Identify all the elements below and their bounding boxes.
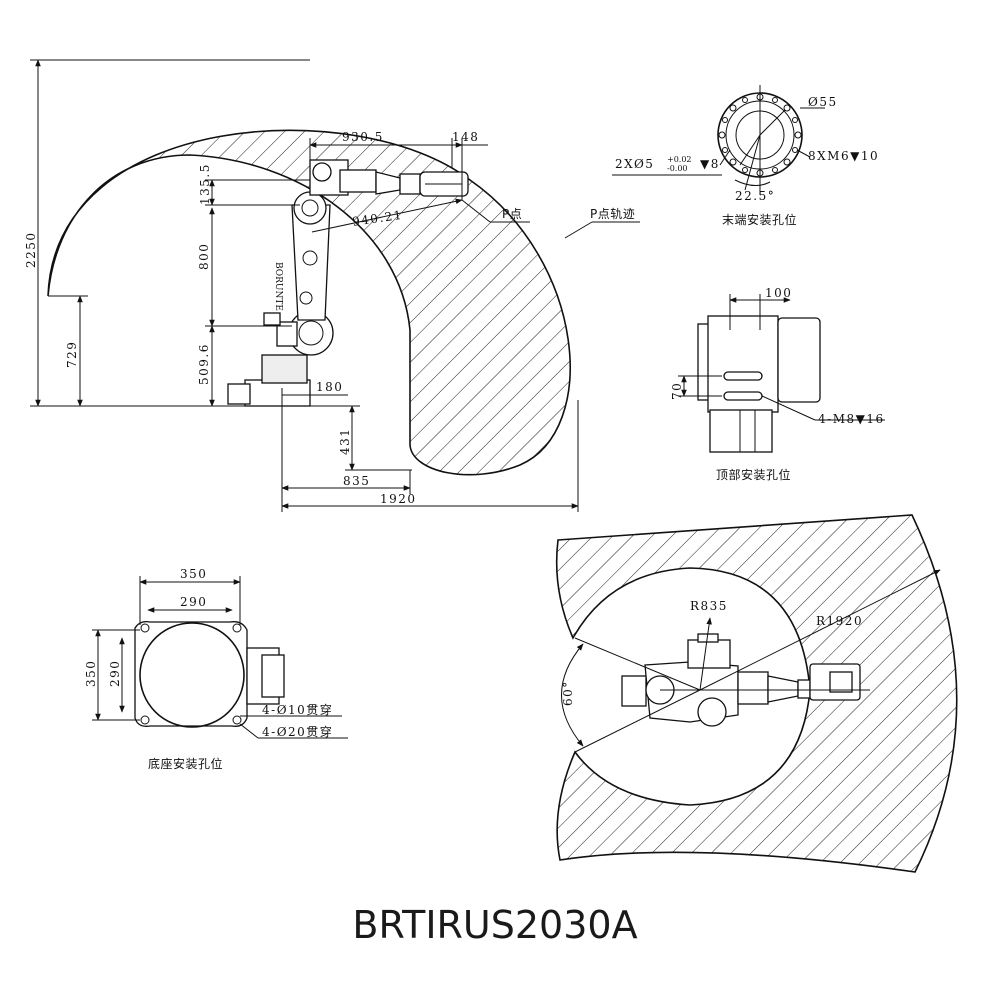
dim-flange-diameter: Ø55 [808,95,838,109]
dim-509-6: 509.6 [197,343,211,385]
dim-1920: 1920 [380,492,417,506]
dim-flange-angle: 22.5° [735,189,775,203]
dim-148: 148 [452,130,479,144]
end-flange-view: Ø55 8XM6▼10 2XØ5 +0.02 -0.00 ▼8 22.5° 末端… [612,85,879,227]
dim-800: 800 [197,243,211,270]
dim-431: 431 [338,428,352,455]
dim-135-5: 135.5 [198,163,212,205]
plan-dimensions: R835 R1920 60° [561,569,941,753]
dim-top-holes: 4-M8▼16 [818,412,885,426]
dim-pin-tol-lower: -0.00 [667,164,688,173]
caption-base-view: 底座安装孔位 [148,756,223,771]
dim-base-inner-w: 290 [180,595,207,609]
dim-plan-angle: 60° [561,680,575,706]
plan-work-envelope [555,514,958,873]
dim-180: 180 [316,380,343,394]
side-dimensions: 2250 729 930.5 148 135.5 800 509.6 940.2… [24,59,640,512]
label-p-trajectory: P点轨迹 [590,207,635,221]
model-title: BRTIRUS2030A [352,903,638,947]
dim-plan-r835: R835 [690,599,728,613]
dim-plan-r1920: R1920 [816,614,863,628]
dim-thread-holes: 8XM6▼10 [808,149,879,163]
dim-base-hole-small: 4-Ø10贯穿 [262,702,333,717]
dim-930-5: 930.5 [342,130,384,144]
caption-end-view: 末端安装孔位 [722,212,797,227]
dim-pin-depth: ▼8 [700,157,720,171]
dim-top-height: 70 [670,382,684,400]
caption-top-view: 顶部安装孔位 [716,467,791,482]
dim-base-hole-large: 4-Ø20贯穿 [262,724,333,739]
dim-base-outer-h: 350 [84,660,98,687]
dim-835: 835 [343,474,370,488]
dim-2250: 2250 [24,231,38,268]
dim-pin-holes: 2XØ5 [615,157,654,171]
dim-base-inner-h: 290 [108,660,122,687]
dim-top-width: 100 [765,286,792,300]
base-view: 350 290 350 290 4-Ø10贯穿 4-Ø20贯穿 底座安装孔位 [84,567,348,771]
dim-pin-tol-upper: +0.02 [667,155,692,164]
dim-base-outer-w: 350 [180,567,207,581]
side-work-envelope [47,129,571,476]
dim-729: 729 [65,341,79,368]
label-p-point: P点 [502,207,522,221]
top-mount-view: 100 70 4-M8▼16 顶部安装孔位 [670,286,885,482]
svg-text:BORUNTE: BORUNTE [273,262,283,311]
